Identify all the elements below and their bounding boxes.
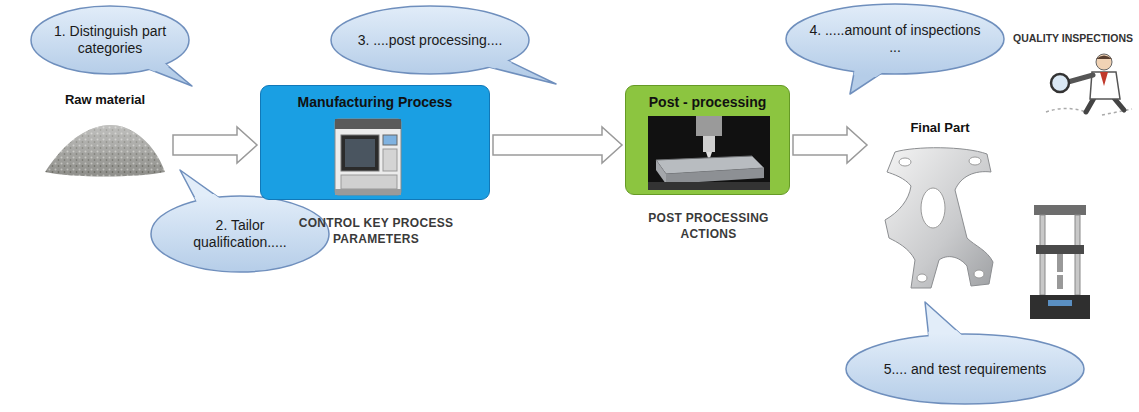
callout-body: 4. .....amount of inspections ...: [785, 3, 1005, 75]
callout-bubble: 2. Tailor qualification.....: [150, 195, 330, 273]
caption-holder: POST PROCESSING ACTIONS: [639, 210, 779, 242]
item-label: Raw material: [65, 92, 145, 107]
item-label: Final Part: [910, 120, 969, 135]
callout-bubble: 5.... and test requirements: [845, 333, 1085, 405]
callout-body: 2. Tailor qualification.....: [150, 195, 330, 273]
callout-bubble: 1. Distinguish part categories: [30, 5, 190, 75]
callout-text: 4. .....amount of inspections ...: [809, 22, 981, 56]
item-picture: Final Part: [870, 120, 1010, 295]
box-caption: CONTROL KEY PROCESS PARAMETERS: [291, 215, 461, 247]
callout-body: 1. Distinguish part categories: [30, 5, 190, 75]
milling-picture: [648, 116, 770, 190]
test-machine: [1030, 205, 1090, 319]
callout-text: 5.... and test requirements: [884, 361, 1047, 378]
flow-arrow: [173, 127, 257, 163]
callout-bubble: 4. .....amount of inspections ...: [785, 3, 1005, 75]
callout-body: 3. ....post processing....: [330, 5, 530, 75]
process-box: Post - processingPOST PROCESSING ACTIONS: [625, 85, 790, 195]
process-box: Manufacturing ProcessCONTROL KEY PROCESS…: [260, 85, 490, 200]
annotation-label: QUALITY INSPECTIONS: [1013, 32, 1133, 44]
machine-picture: [329, 117, 409, 197]
item-picture: Raw material: [40, 92, 170, 180]
callout-text: 2. Tailor qualification.....: [170, 217, 310, 251]
caption-holder: CONTROL KEY PROCESS PARAMETERS: [291, 215, 461, 247]
part-picture: [875, 142, 1005, 292]
callout-bubble: 3. ....post processing....: [330, 5, 530, 75]
box-title: Manufacturing Process: [298, 94, 453, 110]
inspector-icon: [1046, 54, 1132, 115]
flow-arrow: [793, 127, 867, 163]
box-title: Post - processing: [649, 94, 766, 110]
flow-arrow: [493, 127, 622, 163]
callout-body: 5.... and test requirements: [845, 333, 1085, 405]
callout-text: 1. Distinguish part categories: [48, 23, 173, 57]
powder-picture: [42, 114, 168, 178]
callout-text: 3. ....post processing....: [358, 32, 503, 49]
box-caption: POST PROCESSING ACTIONS: [639, 210, 779, 242]
